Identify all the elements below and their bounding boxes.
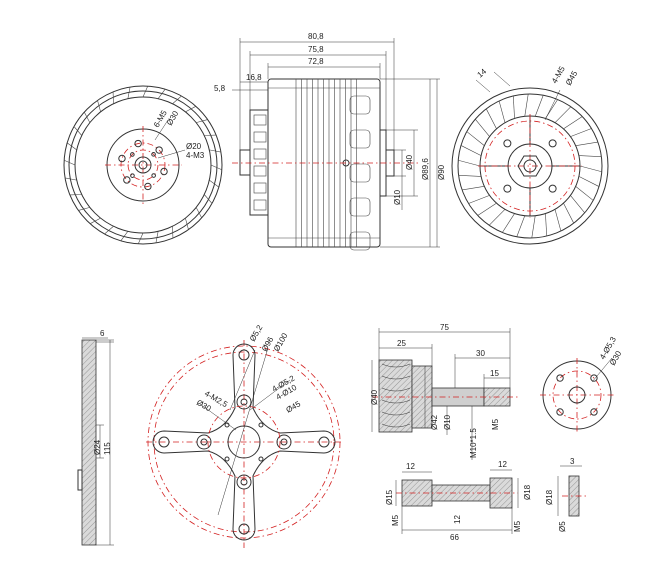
dim-d89-6: Ø89,6 [421,158,430,180]
rear-mount-holes [503,139,557,193]
dim-d15: Ø15 [385,489,394,505]
mount-big-hole [236,474,252,490]
motor-front-shaft [239,149,251,176]
mount-plate-front-view: Ø5,2 Ø96 Ø100 4-M2,5 Ø30 4-Ø5,2 4-Ø10 Ø4… [146,323,342,548]
disc-hole [556,374,564,382]
arm-end-hole [238,349,250,361]
motor-side-view: 80,8 75,8 72,8 5,8 16,8 Ø40 Ø89,6 Ø90 Ø1… [214,32,446,251]
rear-hole [548,184,557,193]
label-d30-front: Ø30 [165,109,181,127]
dim-m5-adapter: M5 [491,418,500,430]
dim-5-8: 5,8 [214,84,226,93]
arm-end-hole [158,436,170,448]
dim-15: 15 [490,369,499,378]
dim-d18-shaft: Ø18 [523,484,532,500]
mount-big-hole [276,434,292,450]
dim-75-8: 75,8 [308,45,324,54]
front-hole [144,182,152,191]
washer-view: 3 Ø18 Ø5 [545,457,586,532]
dim-75: 75 [440,323,449,332]
mount-small-hole [258,456,264,462]
dim-12-mid: 12 [453,515,462,524]
label-d45-mount: Ø45 [285,399,303,415]
side-fins [253,79,380,251]
dim-m5-right: M5 [513,520,522,532]
label-d20-front: Ø20 [186,142,202,151]
mount-small-hole [224,456,230,462]
mount-center-bore [227,425,261,459]
adapter-disc-holes [556,374,598,416]
mount-big-hole [196,434,212,450]
mount-holes [158,349,330,535]
rear-hex-nut [517,155,543,177]
front-small-hole [151,173,156,178]
mount-big-hole-inner [240,398,248,406]
disc-hole [590,374,598,382]
dim-12-right: 12 [498,460,507,469]
dim-66: 66 [450,533,459,542]
mount-big-hole [236,394,252,410]
rear-outer-ring [451,87,609,245]
rear-hole [503,184,512,193]
dim-72-8: 72,8 [308,57,324,66]
dim-14: 14 [476,67,489,80]
dim-d24: Ø24 [93,439,102,455]
adapter-cone-grooves [381,363,411,428]
adapter-front-view: 4-Ø5,3 Ø30 [540,335,624,432]
dim-25: 25 [397,339,406,348]
dim-m5-left: M5 [391,514,400,526]
mount-small-hole [258,422,264,428]
dim-d18-washer: Ø18 [545,489,554,505]
label-d5-2-top: Ø5,2 [248,323,265,343]
motor-rear-view: 14 4-M5 Ø45 [451,64,609,245]
dim-6: 6 [100,329,105,338]
front-hole [118,154,126,163]
rear-hole [503,139,512,148]
dim-d40-side: Ø40 [405,154,414,170]
dim-3: 3 [570,457,575,466]
dim-12-left: 12 [406,462,415,471]
mount-plate-side-view: 6 Ø24 115 [77,329,114,546]
plate-section [81,339,97,546]
rear-hole [548,139,557,148]
front-small-hole [151,152,156,157]
dim-d10-side: Ø10 [393,189,402,205]
dim-d5-washer: Ø5 [558,521,567,532]
disc-hole [556,408,564,416]
label-d45-rear: Ø45 [564,69,580,87]
dim-d10-adapter: Ø10 [443,414,452,430]
front-small-hole [130,173,135,178]
front-small-hole [130,152,135,157]
dim-d90: Ø90 [437,164,446,180]
prop-adapter-view: 75 25 30 15 Ø40 Ø42 Ø10 M10*1.5 M5 [370,323,518,460]
motor-front-boss [249,109,269,216]
dim-30: 30 [476,349,485,358]
label-4-m3: 4-M3 [186,151,205,160]
disc-hole [590,408,598,416]
dim-80-8: 80,8 [308,32,324,41]
arm-end-hole [318,436,330,448]
front-hole [155,146,163,154]
mount-big-hole-inner [200,438,208,446]
dim-16-8: 16,8 [246,73,262,82]
dim-m10x1-5: M10*1.5 [469,428,478,458]
front-hole [123,176,131,184]
front-hole [160,167,168,176]
mount-cross-arms [152,343,336,541]
front-outer-ring [63,85,223,245]
label-d100: Ø100 [272,331,290,353]
dim-d40-adapter: Ø40 [370,389,379,405]
front-mount-holes [118,139,168,191]
arm-end-hole [238,523,250,535]
mount-big-hole-inner [240,478,248,486]
dim-d42: Ø42 [430,414,439,430]
motor-front-view: 6-M5 Ø30 Ø20 4-M3 [63,85,223,245]
mount-big-hole-inner [280,438,288,446]
front-magnet-ticks [64,86,222,244]
long-shaft-view: 12 12 Ø15 Ø18 M5 12 66 M5 [385,460,532,542]
adapter-cone-section [378,359,413,433]
dim-115: 115 [103,442,112,455]
front-hole [134,139,142,148]
